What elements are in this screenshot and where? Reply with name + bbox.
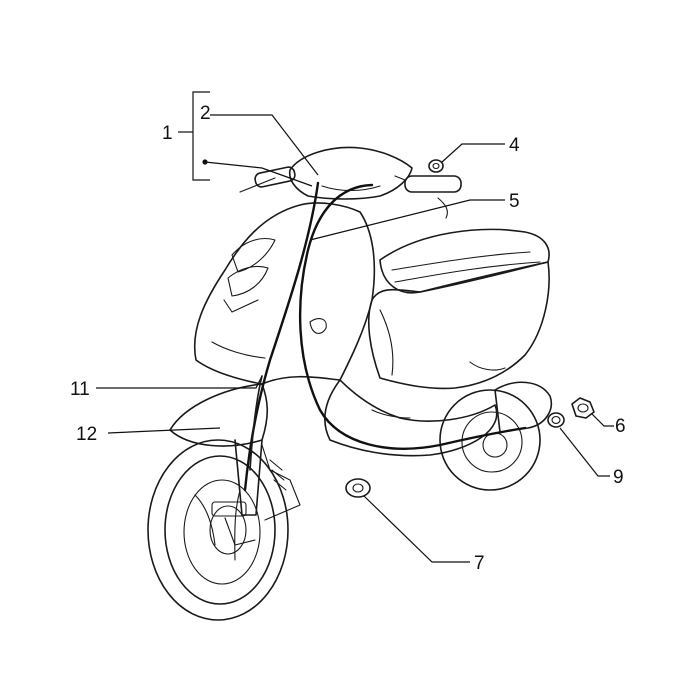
part-6-adjuster[interactable] [571, 397, 595, 419]
label-7: 7 [474, 553, 485, 574]
rear-brake-cable[interactable] [298, 183, 527, 450]
label-11: 11 [70, 379, 90, 400]
label-2: 2 [200, 103, 211, 124]
callout-11[interactable]: 11 [70, 375, 263, 400]
callout-1[interactable]: 1 [162, 91, 313, 187]
label-12: 12 [76, 424, 97, 445]
handlebar-cover [288, 146, 413, 200]
callout-4[interactable]: 4 [441, 135, 520, 163]
label-6: 6 [615, 416, 626, 437]
scooter-illustration [147, 146, 552, 621]
rear-wheel [439, 389, 541, 491]
label-5: 5 [509, 191, 520, 212]
cables [243, 181, 527, 492]
front-fork [211, 439, 301, 546]
callout-12[interactable]: 12 [76, 424, 221, 445]
callouts: 1 2 4 5 6 7 9 [70, 91, 626, 574]
callout-7[interactable]: 7 [363, 495, 485, 574]
small-parts [345, 159, 595, 498]
callout-6[interactable]: 6 [591, 413, 626, 437]
leg-shield [193, 202, 376, 385]
speedometer-cable[interactable] [243, 181, 320, 492]
front-wheel [147, 439, 289, 621]
front-brake-cable[interactable] [249, 375, 263, 471]
callout-5[interactable]: 5 [309, 191, 520, 241]
front-light-vents [227, 237, 276, 297]
part-4-nut[interactable] [428, 159, 444, 173]
part-7-grommet[interactable] [345, 478, 371, 498]
left-grip [239, 166, 296, 193]
floorboard [324, 379, 498, 457]
rear-body [367, 261, 550, 390]
bracket-1 [192, 91, 210, 181]
label-9: 9 [613, 467, 624, 488]
front-fairing [169, 383, 269, 447]
callout-9[interactable]: 9 [559, 427, 624, 488]
engine-housing [494, 381, 552, 433]
seat [379, 228, 550, 294]
part-9-sleeve[interactable] [547, 412, 565, 428]
label-1: 1 [162, 123, 173, 144]
callout-2[interactable]: 2 [200, 103, 319, 176]
label-4: 4 [509, 135, 520, 156]
right-grip [394, 175, 462, 193]
